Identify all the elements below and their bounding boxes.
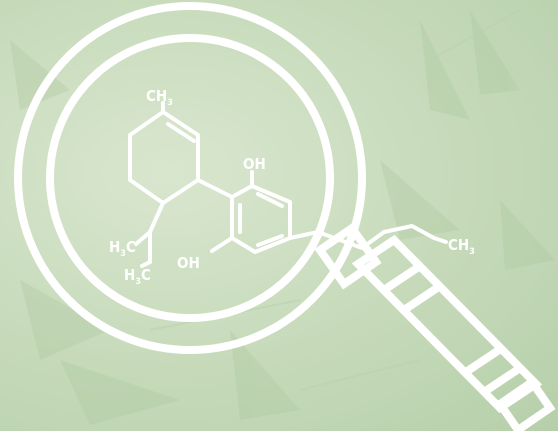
cyclohexene-ring [128, 110, 200, 205]
handle-band-3 [463, 344, 505, 376]
label-h3c-upper: H3C [109, 238, 136, 259]
gem-dimethyl-bond [148, 201, 165, 234]
methyl-bond-upper [134, 230, 152, 246]
label-h3c-lower: H3C [124, 266, 151, 287]
handle-band-4 [481, 364, 523, 396]
label-ch3-top: CH3 [146, 87, 173, 108]
handle-band-1 [381, 262, 423, 294]
magnifier-end-cap [494, 376, 556, 431]
magnifier-neck [314, 222, 382, 290]
biaryl-bond [196, 178, 234, 199]
label-oh-top: OH [243, 155, 266, 173]
aromatic-double-2 [256, 234, 284, 247]
aromatic-double-1 [256, 192, 284, 208]
magnifying-glass-icon [14, 2, 556, 431]
methyl-bond-lower-b [140, 260, 152, 268]
magnifier-handle [351, 234, 543, 414]
magnifier-outer-rim [14, 2, 366, 354]
oh-bond-bottom [210, 236, 234, 253]
label-ch3-tail: CH3 [448, 236, 475, 257]
molecule-structure [128, 101, 448, 268]
ring-double-bond [166, 122, 196, 143]
pentyl-chain [288, 224, 448, 250]
handle-band-2 [401, 282, 443, 314]
magnifier-inner-rim [46, 34, 334, 322]
label-oh-bottom: OH [177, 254, 200, 272]
